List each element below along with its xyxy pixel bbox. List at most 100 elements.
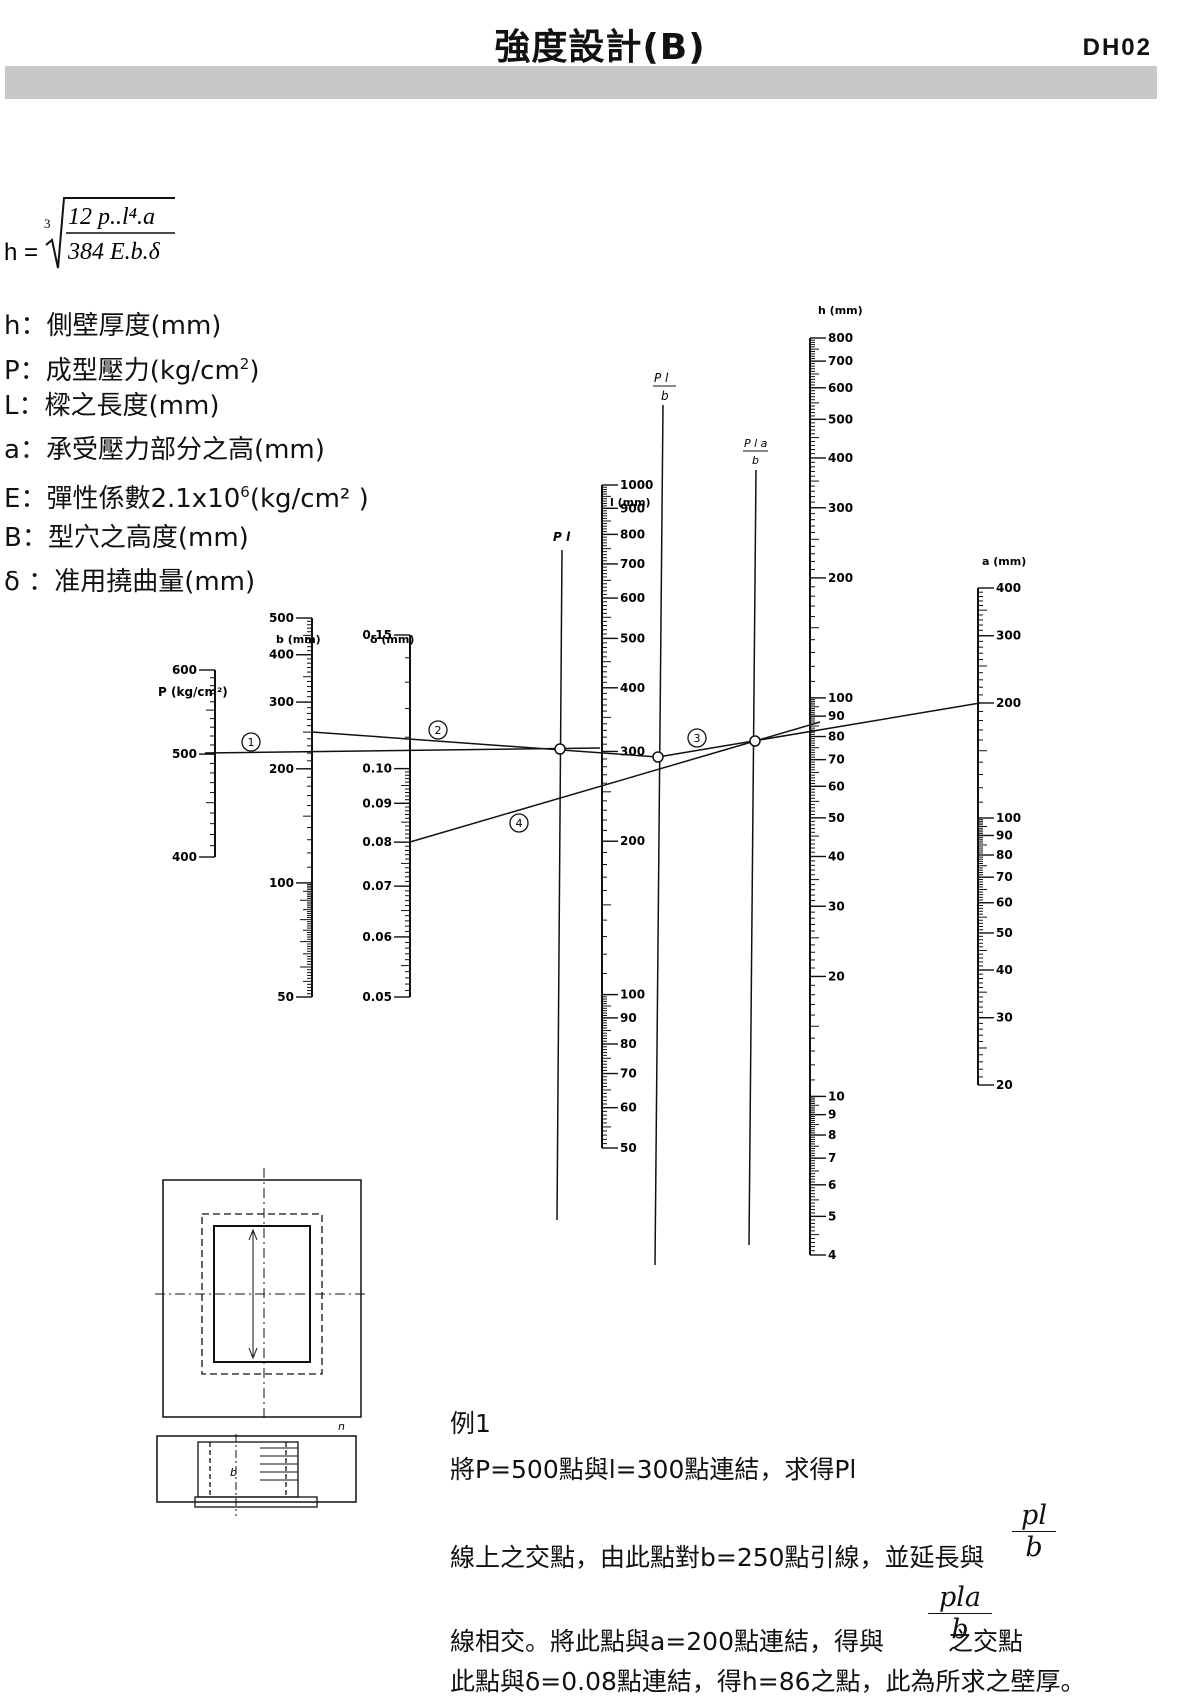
legend-item-b: B：型穴之高度(mm) [4,523,249,553]
axis-tick-label: 500 [620,631,645,645]
h-axis: 8007006005004003002001009080706050403020… [809,331,853,1262]
axis-tick-label: 70 [620,1067,637,1081]
formula-denominator: 384 E.b.δ [67,239,161,265]
example-title: 例1 [450,1409,491,1438]
header-band [5,66,1157,99]
root-index: 3 [44,216,51,231]
axis-tick-label: 8 [828,1128,836,1142]
pla-b-scale-label-num: P l a [744,437,768,450]
formula-numerator: 12 p..l⁴.a [68,204,155,230]
delta-scale-label: δ (mm) [370,633,414,646]
legend-item-a: a：承受壓力部分之高(mm) [4,435,325,465]
legend-item-p: P：成型壓力(kg/cm2) [4,355,260,386]
pl-b-scale-label-num: P l [654,371,669,385]
axis-tick-label: 50 [996,926,1013,940]
axis-tick-label: 600 [828,381,853,395]
axis-tick-label: 90 [996,828,1013,842]
axis-tick-label: 70 [828,753,845,767]
axis-tick-label: 300 [996,629,1021,643]
example-step-4: 此點與δ=0.08點連結，得h=86之點，此為所求之壁厚。 [450,1667,1086,1696]
axis-tick-label: 100 [620,988,645,1002]
pla-b-line [748,469,757,1246]
axis-tick-label: 400 [172,850,197,864]
svg-text:1: 1 [248,736,255,749]
axis-tick-label: 500 [172,747,197,761]
h-dimension-label: h [338,1424,345,1433]
axis-tick-label: 50 [620,1141,637,1155]
axis-tick-label: 20 [828,969,845,983]
axis-tick-label: 1000 [620,478,653,492]
axis-tick-label: 400 [269,648,294,662]
pl-b-line [654,404,664,1266]
axis-tick-label: 9 [828,1108,836,1122]
axis-tick-label: 20 [996,1078,1013,1092]
l-scale-label: l (mm) [610,496,651,509]
axis-tick-label: 500 [828,412,853,426]
pl-scale-label: P l [553,530,571,544]
axis-tick-label: 100 [828,691,853,705]
axis-tick-label: 50 [277,990,294,1004]
step-marker-3: 3 [687,728,707,748]
step-marker-2: 2 [428,720,448,740]
step-marker-4: 4 [509,813,529,833]
construction-line-2 [311,731,659,758]
axis-tick-label: 600 [172,663,197,677]
h-scale-label: h (mm) [818,304,863,317]
axis-tick-label: 900 [620,501,645,515]
delta-axis: 0.150.100.090.080.070.060.05 [362,628,411,1004]
mold-section-view: h b [156,1424,357,1516]
axis-tick-label: 60 [996,896,1013,910]
axis-tick-label: 400 [620,681,645,695]
l-axis: 1000900800700600500400300200100908070605… [601,478,653,1155]
construction-line-1 [204,747,601,754]
axis-tick-label: 60 [828,779,845,793]
legend-item-e: E：彈性係數2.1x106(kg/cm² ) [4,483,369,514]
axis-tick-label: 0.10 [362,762,392,776]
pl-line [556,549,563,1221]
axis-tick-label: 400 [828,451,853,465]
axis-tick-label: 700 [828,354,853,368]
axis-tick-label: 50 [828,811,845,825]
axis-tick-label: 300 [269,695,294,709]
example-step-1: 將P=500點與l=300點連結，求得Pl [450,1455,857,1484]
axis-tick-label: 7 [828,1151,836,1165]
axis-tick-label: 40 [996,963,1013,977]
axis-tick-label: 90 [828,709,845,723]
svg-text:4: 4 [516,817,523,830]
axis-tick-label: 200 [996,696,1021,710]
p-axis: 600 500 400 [172,663,216,864]
axis-tick-label: 200 [269,762,294,776]
svg-text:2: 2 [435,724,442,737]
pla-b-scale-label-den: b [752,454,759,467]
axis-tick-label: 0.09 [362,796,392,810]
formula-lhs: h = [4,239,38,266]
svg-text:3: 3 [694,732,701,745]
legend-item-delta: δ ：准用撓曲量(mm) [4,567,256,597]
example-step-3: 線相交。將此點與a=200點連結，得與之交點 [450,1627,1024,1656]
axis-tick-label: 80 [996,848,1013,862]
axis-tick-label: 0.15 [362,628,392,642]
axis-tick-label: 80 [828,730,845,744]
axis-tick-label: 90 [620,1011,637,1025]
axis-tick-label: 200 [620,834,645,848]
document-code: DH02 [1082,34,1152,61]
legend-item-h: h：側壁厚度(mm) [4,311,222,341]
page-title: 強度設計(B) [494,27,706,68]
p-scale-label: P (kg/cm²) [158,685,228,699]
axis-tick-label: 700 [620,557,645,571]
intersection-point [749,735,761,747]
example-fraction-pla-b: pla b [928,1582,992,1645]
axis-tick-label: 40 [828,849,845,863]
axis-tick-label: 0.07 [362,879,392,893]
axis-tick-label: 30 [828,899,845,913]
root-sign [45,197,175,269]
axis-tick-label: 0.06 [362,930,392,944]
axis-tick-label: 800 [620,527,645,541]
axis-tick-label: 600 [620,591,645,605]
axis-tick-label: 100 [996,811,1021,825]
axis-tick-label: 80 [620,1037,637,1051]
axis-tick-label: 10 [828,1089,845,1103]
symbol-legend: h：側壁厚度(mm) P：成型壓力(kg/cm2) L：樑之長度(mm) a：承… [4,313,369,613]
